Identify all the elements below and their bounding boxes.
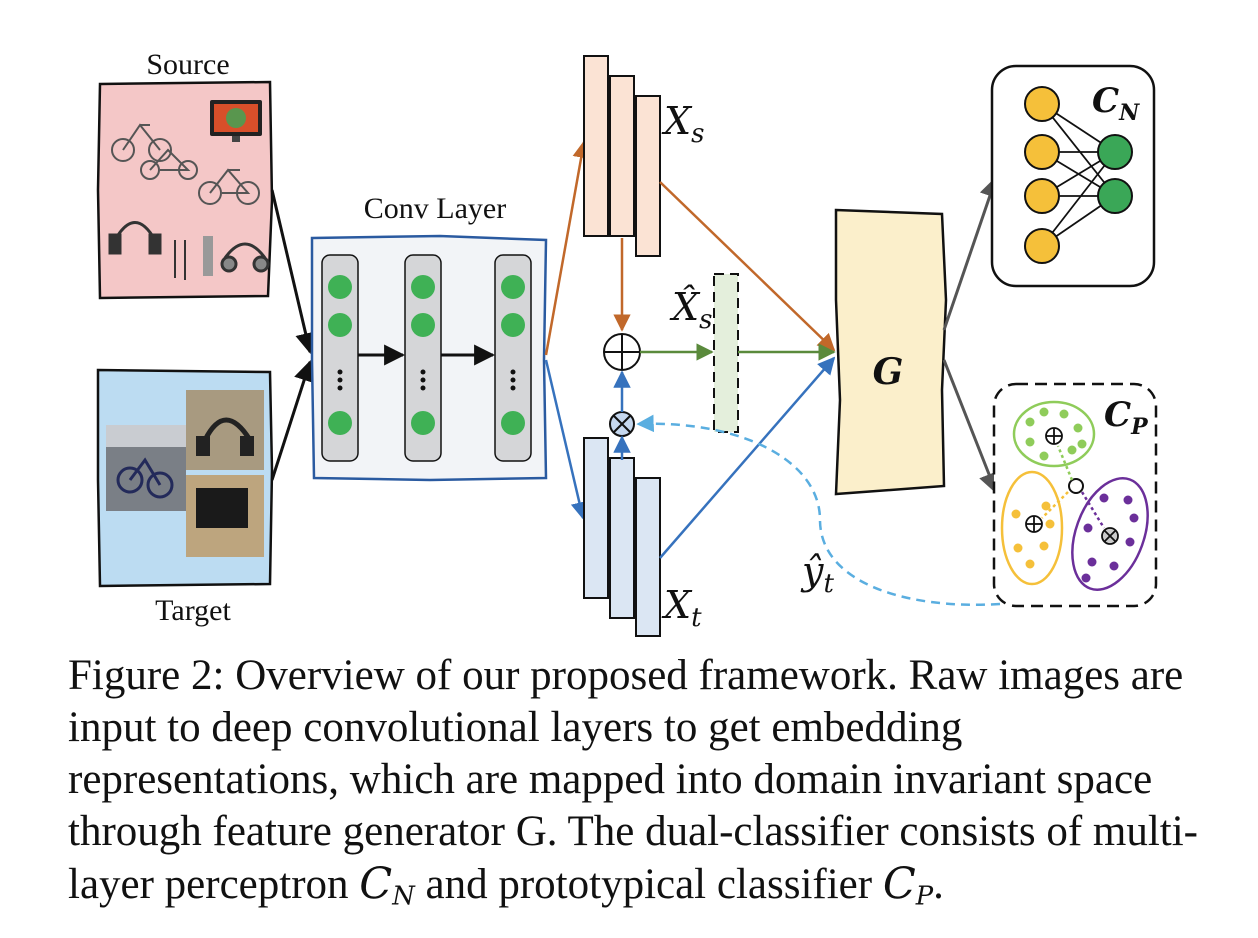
target-label: Target [155, 594, 231, 627]
caption-end: . [933, 861, 944, 908]
add-operator-icon [603, 333, 641, 371]
generator-label: G [873, 351, 904, 393]
monitor-icon [210, 100, 262, 142]
caption-cn: CN [359, 859, 415, 912]
conv-column-2 [404, 254, 442, 462]
conv-column-3 [494, 254, 532, 462]
masked-feature-bar [713, 273, 739, 433]
caption-cp: CP [882, 859, 934, 912]
source-input-arrow [270, 189, 316, 355]
cp-label: CP [1104, 395, 1149, 440]
target-feature-stack [583, 437, 661, 637]
multiply-operator-icon [609, 411, 635, 437]
target-input-arrow [270, 360, 315, 481]
target-images-panel [96, 368, 274, 588]
source-feature-stack [583, 55, 661, 257]
xt-label: Xt [661, 583, 702, 633]
xs-hat-label: X̂s [669, 285, 712, 335]
source-label: Source [146, 48, 229, 81]
conv-to-xs-arrow [544, 140, 590, 356]
bicycle-icon [111, 123, 260, 205]
xs-label: Xs [661, 99, 704, 149]
conv-layer-block [310, 234, 548, 482]
cn-label: CN [1092, 81, 1140, 126]
mlp-classifier-box [990, 64, 1156, 288]
yt-hat-label: ŷt [800, 549, 834, 599]
caption-middle: and prototypical classifier [414, 861, 883, 908]
caption-text: Figure 2: Overview of our proposed frame… [68, 652, 1198, 908]
conv-to-xt-arrow [544, 359, 588, 520]
figure-caption: Figure 2: Overview of our proposed frame… [68, 650, 1198, 922]
headphones-icon [108, 221, 270, 280]
source-images-panel [96, 80, 274, 300]
framework-diagram: Source Target [96, 48, 1158, 637]
conv-column-1 [321, 254, 359, 462]
generator-block [834, 208, 948, 496]
prototypical-classifier-box [992, 382, 1158, 608]
conv-layer-label: Conv Layer [364, 192, 506, 225]
